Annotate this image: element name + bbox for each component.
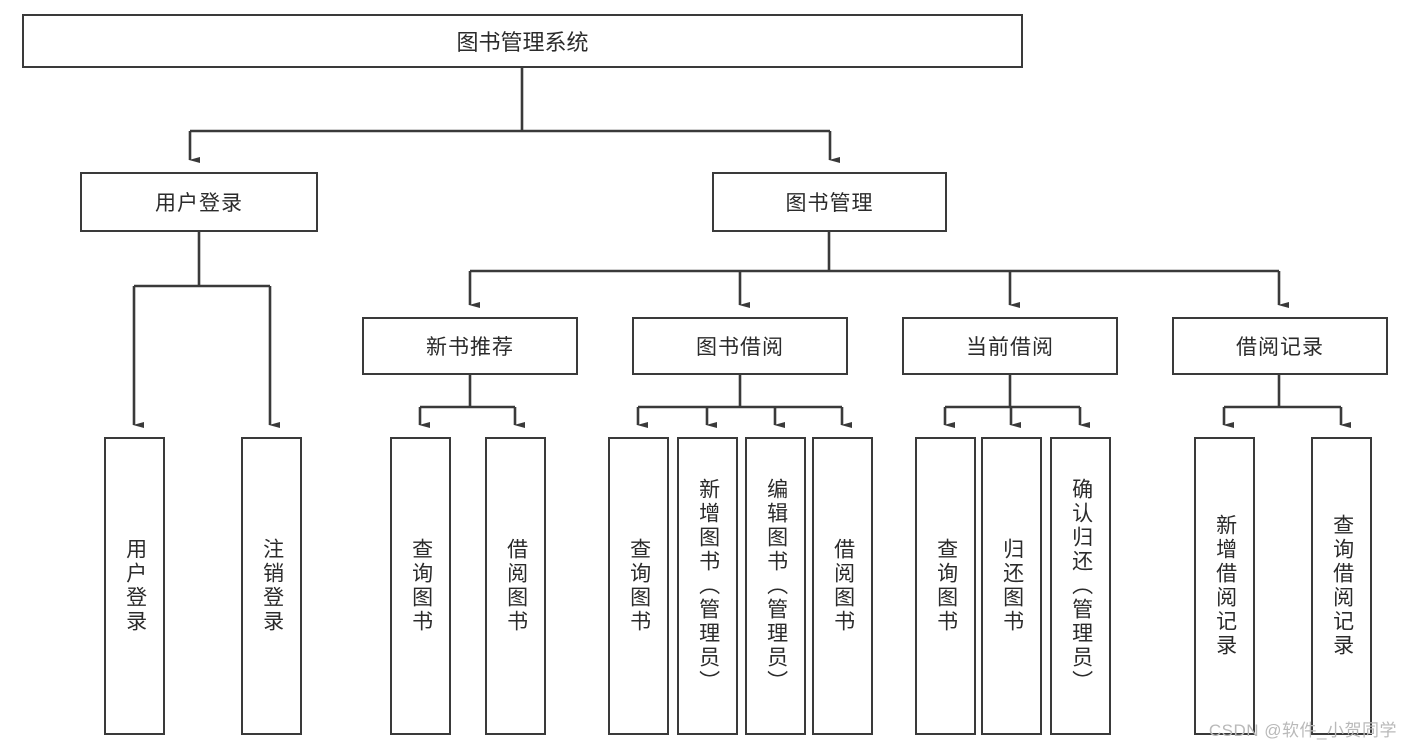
node-leaf-edit-book[interactable]: 编辑图书（管理员） [745,437,806,735]
node-leaf-return-book[interactable]: 归还图书 [981,437,1042,735]
node-book-borrow-label: 图书借阅 [696,336,784,359]
node-leaf-add-book-label: 新增图书（管理员） [696,478,720,694]
node-leaf-add-book[interactable]: 新增图书（管理员） [677,437,738,735]
node-leaf-user-login-label: 用户登录 [123,538,147,634]
node-leaf-add-record[interactable]: 新增借阅记录 [1194,437,1255,735]
node-leaf-query-book-3-label: 查询图书 [934,538,958,634]
node-leaf-query-book-2-label: 查询图书 [627,538,651,634]
node-new-book-recommend-label: 新书推荐 [426,336,514,359]
node-leaf-borrow-book-1-label: 借阅图书 [504,538,528,634]
node-leaf-user-logout[interactable]: 注销登录 [241,437,302,735]
node-leaf-borrow-book-2-label: 借阅图书 [831,538,855,634]
node-leaf-query-book-1[interactable]: 查询图书 [390,437,451,735]
node-new-book-recommend[interactable]: 新书推荐 [362,317,578,375]
node-leaf-query-book-3[interactable]: 查询图书 [915,437,976,735]
node-root-label: 图书管理系统 [456,30,589,55]
node-leaf-confirm-return-label: 确认归还（管理员） [1069,478,1093,694]
node-leaf-borrow-book-2[interactable]: 借阅图书 [812,437,873,735]
node-leaf-query-record[interactable]: 查询借阅记录 [1311,437,1372,735]
node-leaf-query-book-1-label: 查询图书 [409,538,433,634]
node-leaf-query-record-label: 查询借阅记录 [1330,514,1354,658]
node-leaf-edit-book-label: 编辑图书（管理员） [764,478,788,694]
node-leaf-user-logout-label: 注销登录 [260,538,284,634]
node-current-borrow[interactable]: 当前借阅 [902,317,1118,375]
node-borrow-record[interactable]: 借阅记录 [1172,317,1388,375]
node-book-management-label: 图书管理 [785,192,874,215]
node-current-borrow-label: 当前借阅 [966,336,1054,359]
node-book-management[interactable]: 图书管理 [712,172,947,232]
node-leaf-add-record-label: 新增借阅记录 [1213,514,1237,658]
node-user-login[interactable]: 用户登录 [80,172,318,232]
node-user-login-label: 用户登录 [155,192,243,215]
node-leaf-return-book-label: 归还图书 [1000,538,1024,634]
node-root[interactable]: 图书管理系统 [22,14,1023,68]
node-leaf-query-book-2[interactable]: 查询图书 [608,437,669,735]
node-borrow-record-label: 借阅记录 [1236,336,1324,359]
node-leaf-user-login[interactable]: 用户登录 [104,437,165,735]
node-book-borrow[interactable]: 图书借阅 [632,317,848,375]
node-leaf-borrow-book-1[interactable]: 借阅图书 [485,437,546,735]
node-leaf-confirm-return[interactable]: 确认归还（管理员） [1050,437,1111,735]
